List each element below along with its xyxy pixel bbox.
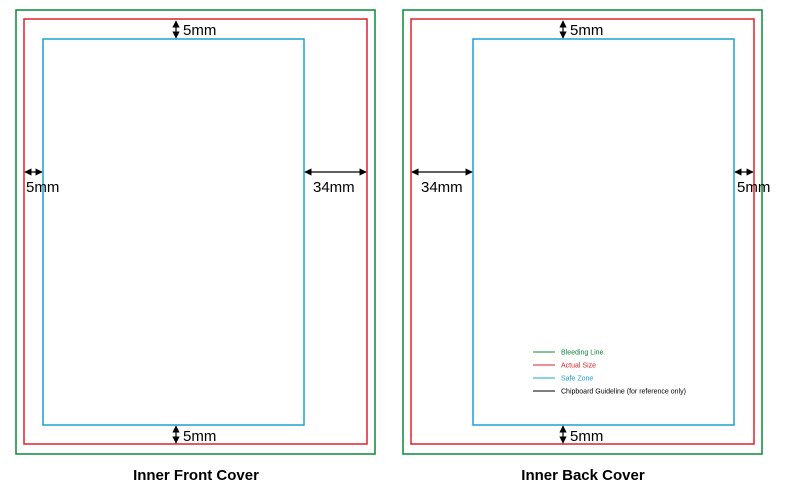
legend-guide-label: Chipboard Guideline (for reference only)	[561, 389, 686, 396]
back-cover-panel: 5mm 34mm 5mm 5mm Bleeding Line Actual Si…	[402, 9, 770, 484]
legend-safe-label: Safe Zone	[561, 376, 593, 383]
back-actual-size-line	[410, 18, 755, 445]
legend-bleed-label: Bleeding Line	[561, 350, 604, 357]
front-actual-size-line	[23, 18, 368, 445]
back-right-dimension-label: 5mm	[737, 179, 770, 196]
back-cover-title: Inner Back Cover	[521, 467, 645, 484]
back-bottom-dimension-label: 5mm	[570, 428, 603, 445]
front-cover-panel: 5mm 5mm 34mm 5mm Inner Front Cover	[15, 9, 376, 484]
front-bleed-line	[15, 9, 376, 455]
front-top-dimension-label: 5mm	[183, 22, 216, 39]
front-safe-zone-line	[42, 38, 305, 426]
back-bleed-line	[402, 9, 763, 455]
back-safe-zone-line	[472, 38, 735, 426]
back-top-dimension-label: 5mm	[570, 22, 603, 39]
legend: Bleeding Line Actual Size Safe Zone Chip…	[533, 350, 686, 396]
front-right-dimension-label: 34mm	[313, 179, 355, 196]
back-left-dimension-label: 34mm	[421, 179, 463, 196]
front-left-dimension-label: 5mm	[26, 179, 59, 196]
front-cover-title: Inner Front Cover	[133, 467, 259, 484]
legend-actual-label: Actual Size	[561, 363, 596, 370]
front-bottom-dimension-label: 5mm	[183, 428, 216, 445]
